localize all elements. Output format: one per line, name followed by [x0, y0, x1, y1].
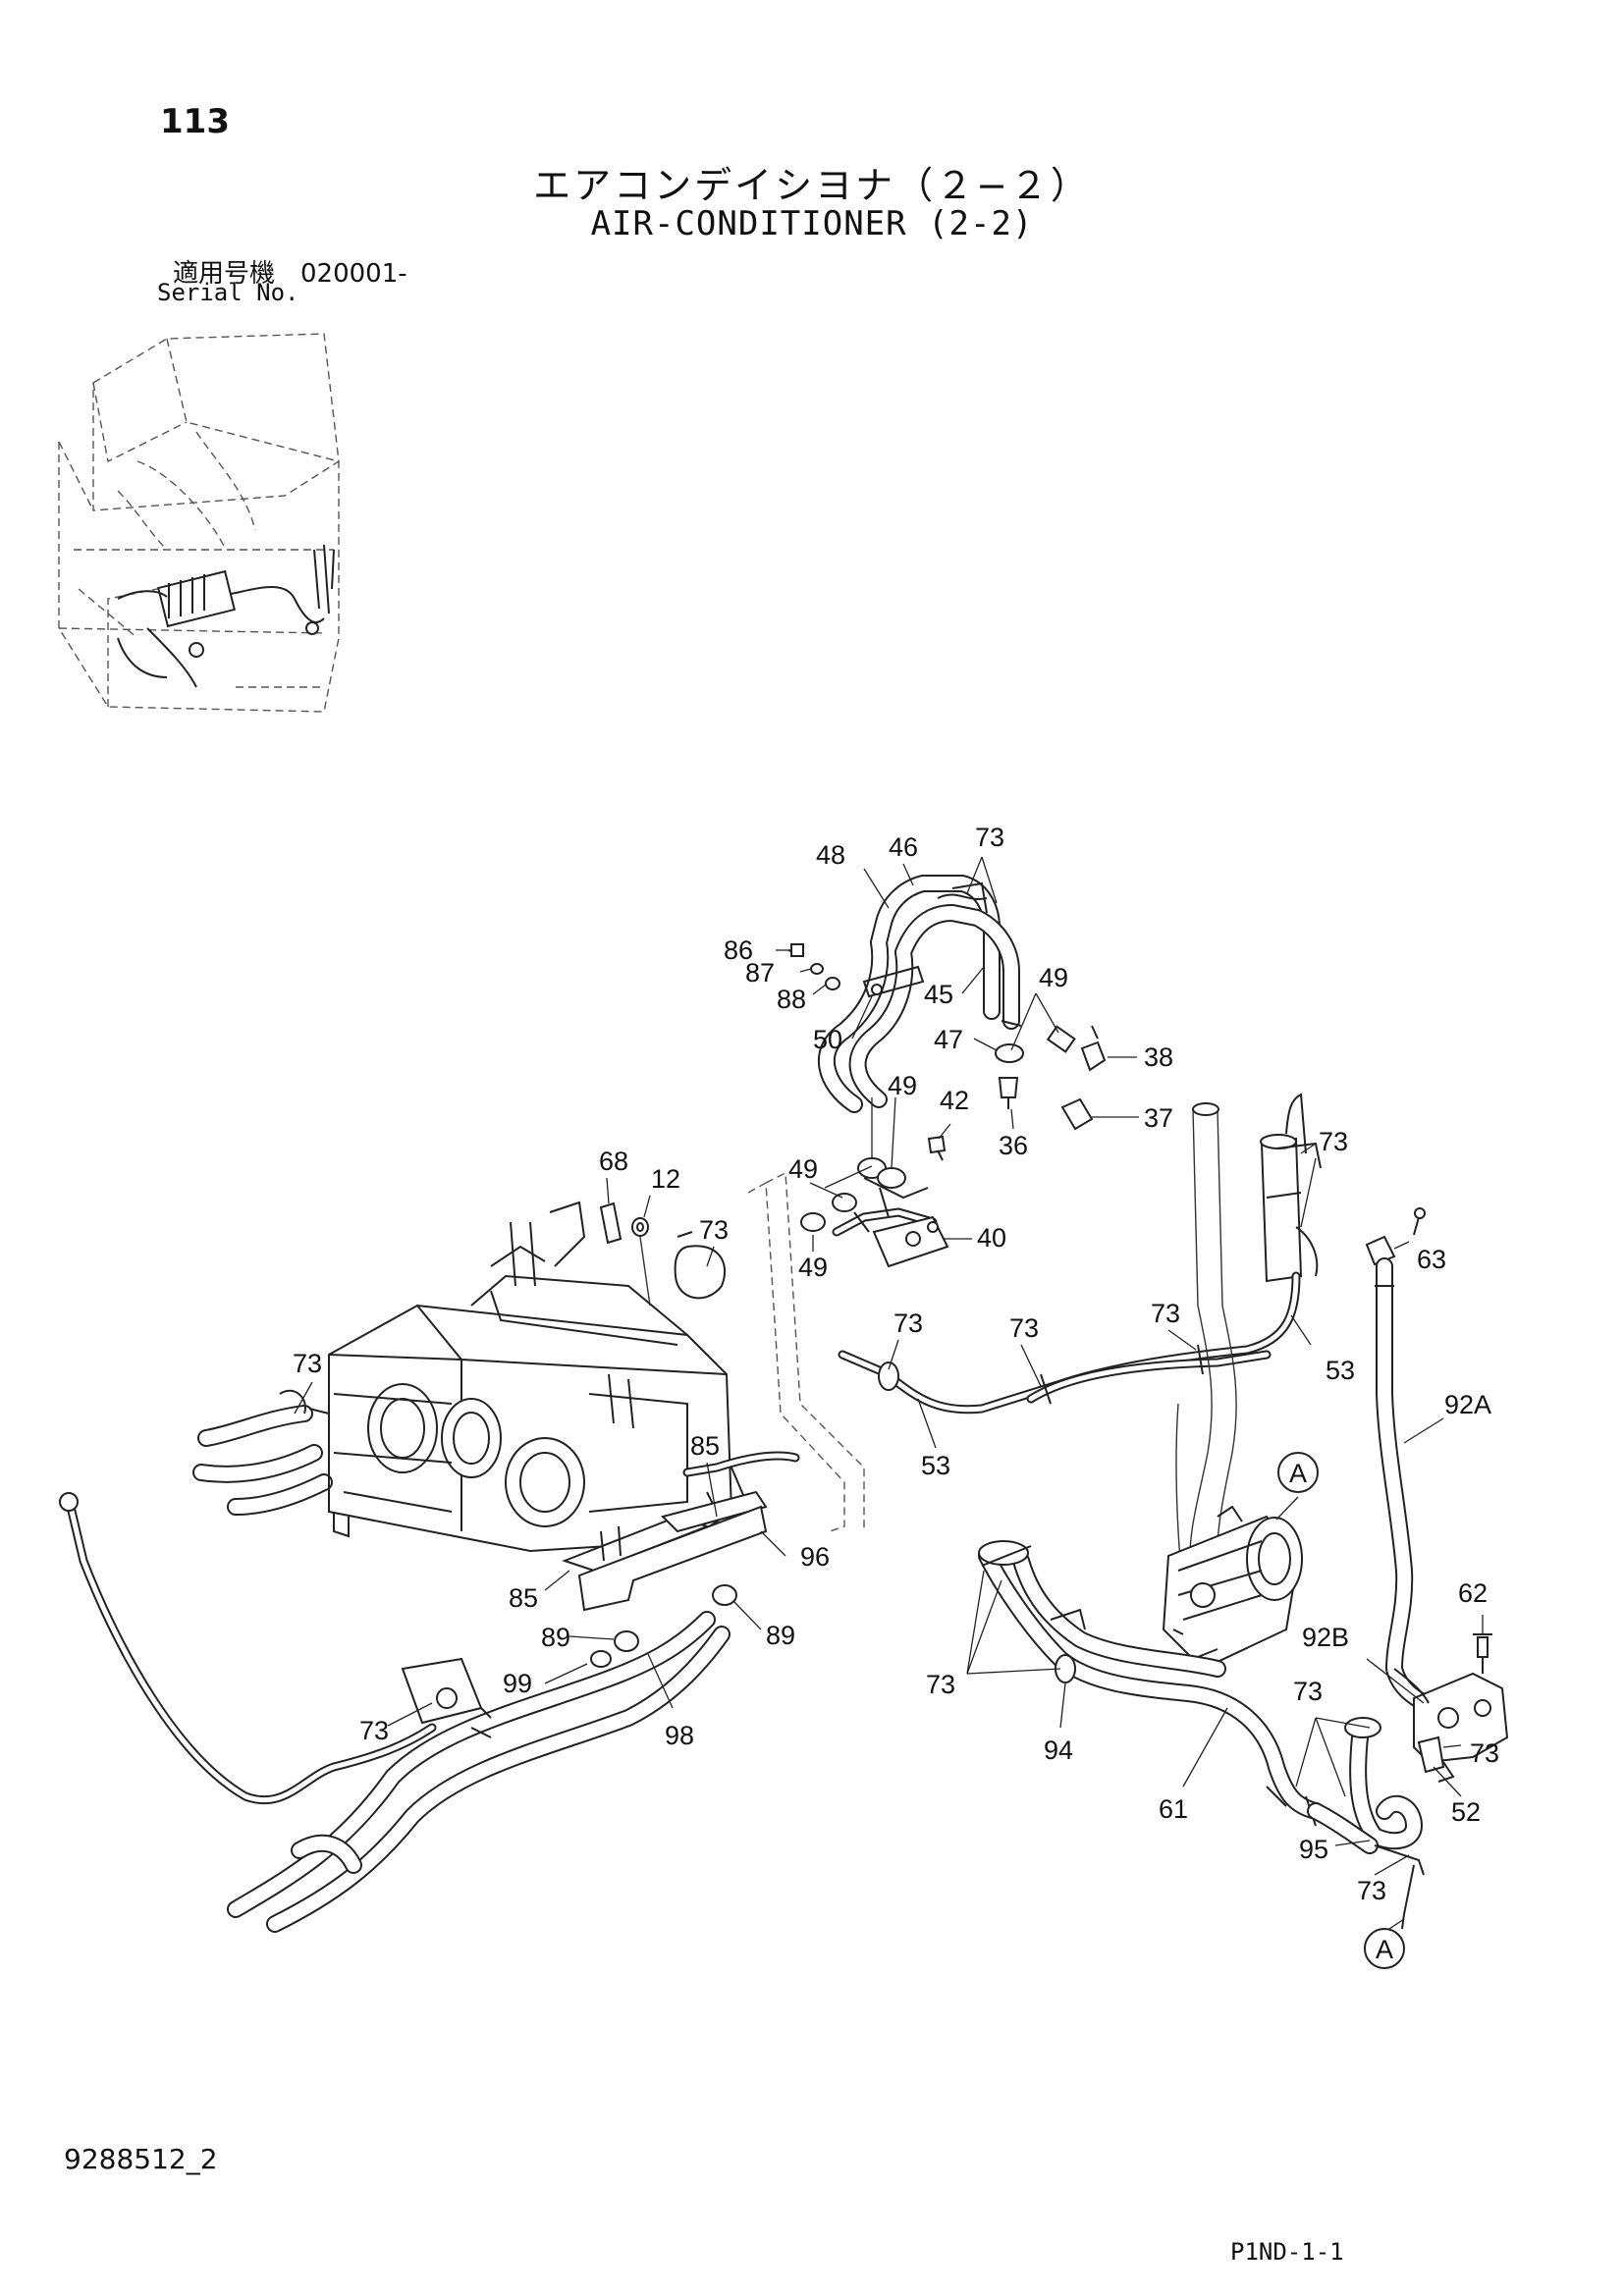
callout-73: 73 — [1009, 1313, 1039, 1343]
manifold-block-52 — [1393, 1633, 1509, 1783]
callout-86: 86 — [724, 935, 753, 965]
callout-89: 89 — [541, 1623, 570, 1652]
callout-42: 42 — [940, 1086, 969, 1115]
serial-label-japanese: 適用号機 020001- — [173, 259, 407, 289]
part-callouts: 46 73 48 86 87 88 50 45 49 47 38 49 42 3… — [293, 823, 1499, 1905]
callout-94: 94 — [1044, 1735, 1073, 1765]
suction-hose-94-61 — [978, 1540, 1425, 1930]
callout-98: 98 — [665, 1721, 694, 1750]
callout-99: 99 — [503, 1669, 532, 1698]
callout-leader-lines — [294, 856, 1484, 1930]
callout-88: 88 — [777, 985, 806, 1014]
svg-text:A: A — [1376, 1935, 1393, 1964]
bolt-68-washer-12 — [599, 1201, 651, 1307]
callout-36: 36 — [999, 1131, 1028, 1160]
callout-73: 73 — [1357, 1876, 1386, 1905]
page-title: AIR-CONDITIONER (2-2) — [590, 204, 1034, 243]
callout-73: 73 — [1470, 1738, 1499, 1768]
overview-inset-drawing — [58, 333, 340, 713]
callout-92B: 92B — [1302, 1623, 1349, 1652]
callout-73: 73 — [699, 1215, 729, 1245]
hose-46-48-assembly — [818, 875, 1022, 1113]
callout-53: 53 — [921, 1451, 950, 1480]
reference-marker-A-lower: A — [1364, 1928, 1405, 1969]
page-title-japanese: エアコンデイシヨナ（２−２） — [533, 164, 1091, 207]
page-code: P1ND-1-1 — [1230, 2238, 1344, 2266]
callout-73: 73 — [1293, 1677, 1323, 1706]
callout-73: 73 — [1151, 1299, 1180, 1328]
callout-49: 49 — [798, 1253, 828, 1282]
callout-63: 63 — [1417, 1245, 1446, 1274]
callout-73: 73 — [293, 1349, 322, 1378]
callout-73: 73 — [1319, 1127, 1348, 1156]
ac-compressor — [1162, 1505, 1303, 1671]
callout-96: 96 — [800, 1542, 830, 1572]
callout-12: 12 — [651, 1164, 680, 1194]
callout-95: 95 — [1299, 1835, 1328, 1864]
expansion-valve-block — [800, 1157, 949, 1268]
callout-52: 52 — [1451, 1797, 1481, 1827]
callout-73: 73 — [926, 1670, 955, 1699]
callout-85: 85 — [690, 1431, 720, 1461]
callout-48: 48 — [816, 840, 845, 870]
serial-label: Serial No. — [157, 279, 299, 306]
callout-62: 62 — [1458, 1578, 1488, 1608]
callout-73: 73 — [359, 1716, 389, 1745]
callout-40: 40 — [977, 1223, 1006, 1253]
document-number: 9288512_2 — [64, 2143, 218, 2175]
hose-92A — [1375, 1257, 1442, 1717]
callout-45: 45 — [924, 980, 953, 1009]
callout-73: 73 — [893, 1308, 923, 1338]
callout-49: 49 — [788, 1154, 818, 1184]
page-number: 113 — [160, 102, 230, 141]
callout-46: 46 — [889, 832, 918, 862]
small-fittings-group — [927, 1025, 1107, 1161]
callout-87: 87 — [745, 958, 775, 988]
callout-92A: 92A — [1444, 1390, 1491, 1419]
callout-49: 49 — [1039, 963, 1068, 992]
callout-61: 61 — [1159, 1794, 1188, 1824]
callout-50: 50 — [813, 1025, 842, 1054]
bolt-washer-stack — [787, 943, 840, 990]
installation-guide-frame — [747, 1171, 865, 1532]
reference-marker-A-upper: A — [1277, 1452, 1319, 1493]
callout-85: 85 — [509, 1583, 538, 1613]
callout-47: 47 — [934, 1025, 963, 1054]
callout-37: 37 — [1144, 1103, 1173, 1133]
hvac-unit-housing — [192, 1201, 800, 1612]
callout-38: 38 — [1144, 1042, 1173, 1072]
callout-49: 49 — [888, 1071, 917, 1100]
receiver-drier — [1260, 1093, 1426, 1283]
callout-68: 68 — [599, 1147, 628, 1176]
svg-text:A: A — [1289, 1459, 1307, 1488]
callout-53: 53 — [1326, 1356, 1355, 1385]
drain-hose-98-99 — [59, 1492, 737, 1933]
callout-73: 73 — [975, 823, 1004, 852]
callout-89: 89 — [766, 1621, 795, 1650]
liquid-pipe-53 — [838, 1271, 1301, 1415]
